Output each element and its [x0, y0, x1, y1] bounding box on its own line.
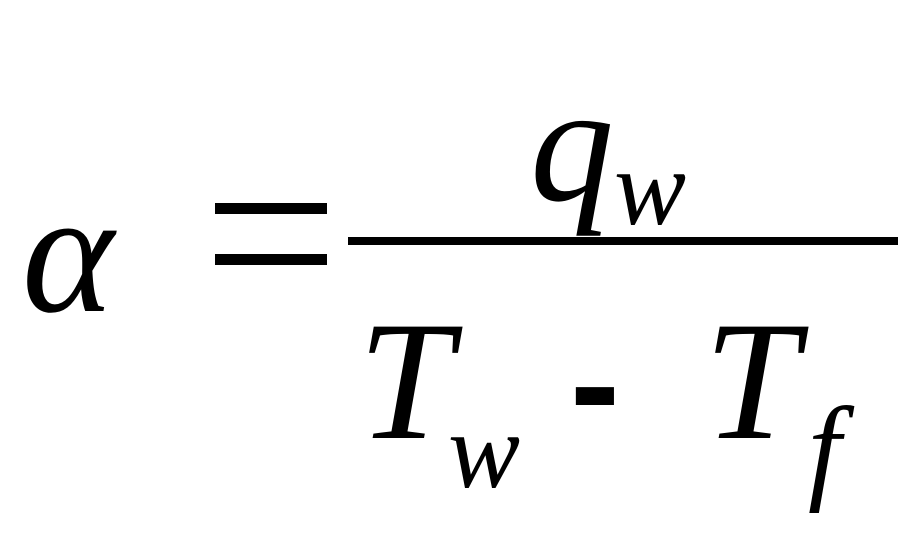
equals-sign: [215, 203, 327, 265]
denominator-subscript-w: w: [448, 392, 521, 511]
alpha-symbol: α: [22, 155, 114, 349]
denominator-subscript-f: f: [808, 383, 841, 514]
equals-bar-top: [215, 203, 327, 214]
numerator-subscript-w: w: [614, 129, 687, 248]
minus-sign: -: [570, 299, 620, 467]
denominator-T-wall: T: [358, 287, 453, 475]
numerator-q: q: [530, 51, 614, 237]
equals-bar-bottom: [215, 254, 327, 265]
fraction-bar: [348, 237, 898, 245]
denominator-T-fluid: T: [704, 287, 799, 475]
